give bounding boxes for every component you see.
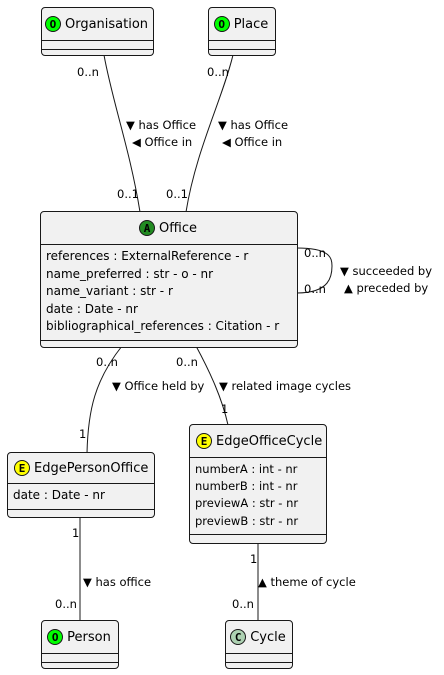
eoc-multiplicity: 1 [221,402,229,416]
eoc-multiplicity-cycle: 1 [250,552,258,566]
office-multiplicity-eoc: 0..n [176,355,198,369]
office-field: references : ExternalReference - r [46,249,249,263]
eoc-relation-label: ▼ related image cycles [219,379,352,393]
organisation-class-name: Organisation [64,16,149,32]
self-relation-label: ▼ succeeded by [340,264,433,278]
office-stereotype-icon: A [139,220,156,236]
org-relation-label: ▼ has Office [126,118,197,132]
epo-multiplicity-person: 1 [72,526,80,540]
office-class[interactable]: A Office references : ExternalReference … [40,211,298,348]
edgeofficecycle-field: previewB : str - nr [195,513,299,528]
edgepersonoffice-class-name: EdgePersonOffice [34,460,149,476]
self-relation-label-reverse: ▲ preceded by [344,281,429,295]
office-class-name: Office [159,220,197,236]
person-class-name: Person [67,629,111,645]
office-field: name_variant : str - r [46,284,173,298]
place-multiplicity: 0..n [207,65,229,79]
self-multiplicity-top: 0..n [304,246,326,260]
person-relation-label: ▼ has office [83,575,152,589]
place-relation-label: ▼ has Office [218,118,289,132]
office-field: bibliographical_references : Citation - … [46,319,280,333]
epo-multiplicity: 1 [79,427,87,441]
edgepersonoffice-field: date : Date - nr [13,488,105,502]
edge-office-self [296,247,333,294]
organisation-class[interactable]: O Organisation [41,7,154,56]
org-multiplicity: 0..n [77,65,99,79]
cycle-relation-label: ▲ theme of cycle [258,575,356,589]
office-field: name_preferred : str - o - nr [46,266,214,281]
edge-office-edgepersonoffice [86,345,123,454]
place-class-name: Place [233,16,269,32]
edgeofficecycle-field: numberA : int - nr [195,462,298,476]
edgeofficecycle-class[interactable]: E EdgeOfficeCycle numberA : int - nr num… [189,424,327,544]
office-fields: references : ExternalReference - r name_… [41,245,297,340]
cycle-stereotype-icon: C [230,629,247,645]
edge-office-edgeofficecycle [195,345,229,426]
edgepersonoffice-fields: date : Date - nr [8,484,154,509]
office-multiplicity-place: 0..1 [166,187,188,201]
edge-place-office [185,54,234,213]
cycle-class-name: Cycle [250,629,286,645]
cycle-multiplicity: 0..n [232,597,254,611]
edgeofficecycle-field: previewA : str - nr [195,496,299,511]
person-stereotype-icon: O [47,629,64,645]
office-multiplicity-org: 0..1 [117,187,139,201]
edgepersonoffice-class[interactable]: E EdgePersonOffice date : Date - nr [7,452,155,518]
org-relation-label-reverse: ◀ Office in [132,135,193,149]
cycle-class[interactable]: C Cycle [225,620,293,669]
edgeofficecycle-class-name: EdgeOfficeCycle [216,433,323,449]
edgeofficecycle-fields: numberA : int - nr numberB : int - nr pr… [190,458,326,534]
edgepersonoffice-stereotype-icon: E [14,460,30,476]
place-relation-label-reverse: ◀ Office in [222,135,283,149]
office-multiplicity-epo: 0..n [96,355,118,369]
epo-relation-label: ▼ Office held by [112,379,205,393]
edgeofficecycle-stereotype-icon: E [196,433,212,449]
edgeofficecycle-field: numberB : int - nr [195,479,298,494]
edge-organisation-office [103,54,141,213]
self-multiplicity-bottom: 0..n [304,282,326,296]
place-class[interactable]: O Place [208,7,276,56]
place-stereotype-icon: O [213,16,230,32]
office-field: date : Date - nr [46,301,138,316]
organisation-stereotype-icon: O [44,16,61,32]
person-class[interactable]: O Person [41,620,119,669]
person-multiplicity: 0..n [55,597,77,611]
